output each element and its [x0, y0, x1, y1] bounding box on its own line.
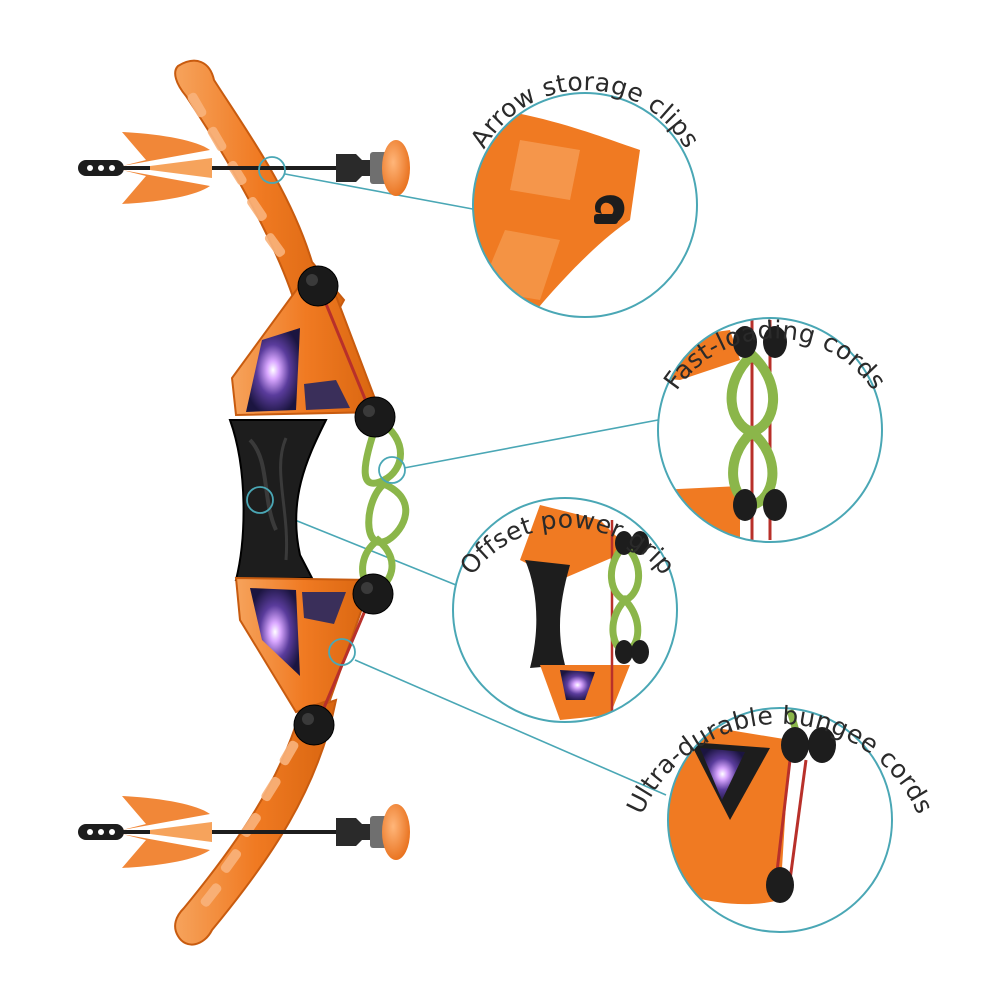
callout-ultra-durable-bungee-cords: Ultra-durable bungee cords — [621, 701, 939, 933]
magnifier-circle — [472, 92, 698, 318]
callout-arrow-storage-clips: Arrow storage clips — [465, 67, 705, 318]
magnifier-circle — [657, 317, 883, 543]
arrow-illustration-top — [78, 132, 410, 204]
magnifier-circle — [667, 707, 893, 933]
callout-fast-loading-cords: Fast-loading cords — [657, 315, 892, 543]
arrow-illustration-bottom — [78, 796, 410, 868]
feature-markers — [246, 156, 406, 666]
magnifier-circle — [452, 497, 678, 723]
bow-illustration — [174, 59, 410, 946]
callout-offset-power-grip: Offset power grip — [452, 497, 681, 723]
suction-cup-icon — [382, 804, 410, 860]
connector-lines — [269, 173, 667, 796]
suction-cup-icon — [382, 140, 410, 196]
